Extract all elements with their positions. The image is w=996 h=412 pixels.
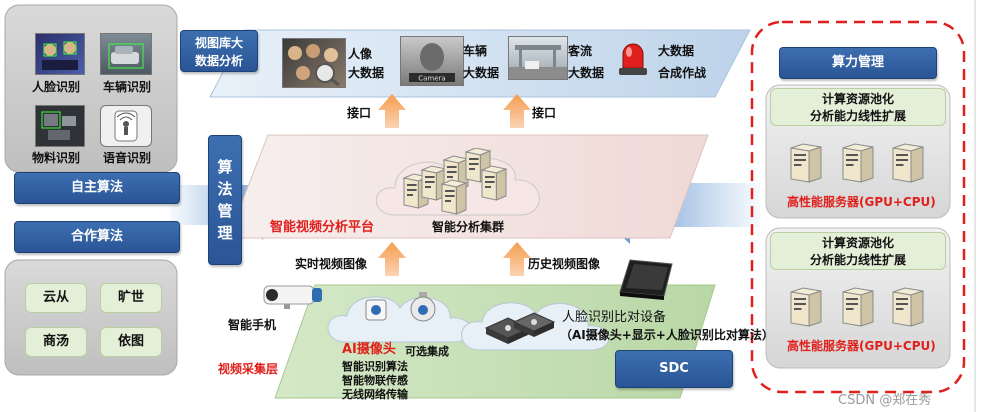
bullet-camera-icon: [258, 280, 328, 310]
high-performance-server-label-2: 高性能服务器(GPU+CPU): [787, 339, 936, 353]
pool-line1: 计算资源池化: [821, 92, 894, 106]
portrait-icon: [282, 38, 346, 88]
realtime-stream-label: 实时视频图像: [295, 257, 368, 271]
combat-bigdata-label: 大数据合成作战: [658, 44, 707, 80]
thumb-label-vehicle: 车辆识别: [103, 80, 152, 94]
partner-shangtang[interactable]: 商汤: [25, 327, 87, 357]
face-compare-device-label: 人脸识别比对设备: [562, 310, 667, 325]
passenger-bigdata-label: 客流大数据: [568, 44, 605, 80]
ai-camera-label: AI摄像头: [342, 342, 396, 357]
server-rack-icon: [790, 143, 924, 183]
feature-item: 无线网络传输: [342, 388, 408, 401]
algorithm-management-button[interactable]: 算法管理: [208, 135, 242, 265]
thumb-label-voice: 语音识别: [103, 151, 152, 165]
history-stream-label: 历史视频图像: [528, 257, 601, 271]
optional-integration-label: 可选集成: [405, 345, 449, 358]
thumb-label-material: 物料识别: [32, 151, 81, 165]
interface-label-2: 接口: [532, 106, 557, 120]
algorithm-management-label: 算法管理: [217, 158, 233, 242]
pool-line2: 分析能力线性扩展: [809, 109, 906, 123]
alarm-siren-icon: [616, 38, 650, 78]
svg-text:Camera: Camera: [418, 75, 445, 83]
face-compare-device-note: （AI摄像头+显示+人脸识别比对算法）: [560, 328, 774, 342]
partner-algorithm-button[interactable]: 合作算法: [14, 221, 180, 253]
compute-management-button[interactable]: 算力管理: [779, 47, 937, 79]
partner-yuncong[interactable]: 云从: [25, 283, 87, 313]
cluster-label: 智能分析集群: [432, 220, 505, 234]
feature-list: 智能识别算法 智能物联传感 无线网络传输: [342, 360, 408, 402]
face-recognition-icon: [35, 33, 85, 75]
high-performance-server-label-1: 高性能服务器(GPU+CPU): [787, 195, 936, 209]
watermark: CSDN @郑在秀: [838, 393, 932, 408]
video-db-bigdata-label: 视图库大数据分析: [194, 36, 243, 68]
resource-pool-2: 计算资源池化 分析能力线性扩展: [770, 232, 946, 270]
partner-kuangshi[interactable]: 旷世: [100, 283, 162, 313]
vehicle-bigdata-label: 车辆大数据: [463, 44, 500, 80]
collection-layer-label: 视频采集层: [218, 362, 279, 376]
server-cluster-icon: [402, 148, 508, 215]
feature-item: 智能识别算法: [342, 360, 408, 373]
interface-label-1: 接口: [347, 106, 372, 120]
dome-camera-icon: [408, 292, 438, 324]
voice-recognition-icon: [100, 105, 152, 147]
portrait-bigdata-label: 人像大数据: [348, 47, 385, 80]
video-db-bigdata-tag[interactable]: 视图库大数据分析: [180, 30, 258, 72]
resource-pool-1: 计算资源池化 分析能力线性扩展: [770, 88, 946, 126]
sdc-button[interactable]: SDC: [615, 350, 733, 388]
pool-line2: 分析能力线性扩展: [809, 253, 906, 267]
own-algorithm-button[interactable]: 自主算法: [14, 172, 180, 204]
server-rack-icon: [790, 287, 924, 327]
platform-label: 智能视频分析平台: [270, 220, 375, 235]
feature-item: 智能物联传感: [342, 374, 408, 387]
edge-server-icon: [484, 312, 556, 344]
smartphone-label: 智能手机: [228, 318, 277, 332]
pool-line1: 计算资源池化: [821, 236, 894, 250]
face-compare-device-icon: [616, 256, 678, 304]
ai-camera-small-icon: [364, 298, 388, 324]
passenger-flow-icon: [508, 36, 568, 80]
vehicle-recognition-icon: [100, 33, 152, 75]
material-recognition-icon: [35, 105, 85, 147]
thumb-label-face: 人脸识别: [32, 80, 81, 94]
vehicle-icon: Camera: [400, 36, 464, 86]
partner-yitu[interactable]: 依图: [100, 327, 162, 357]
